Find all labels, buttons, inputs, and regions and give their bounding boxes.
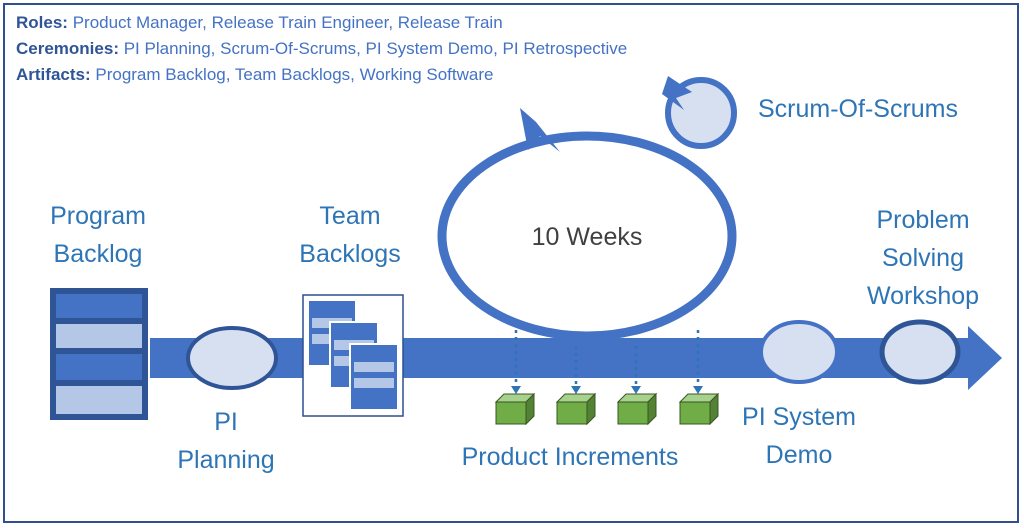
- ceremonies-value: PI Planning, Scrum-Of-Scrums, PI System …: [123, 39, 628, 58]
- scrum-loop-arrow-icon: [662, 76, 692, 110]
- roles-value: Product Manager, Release Train Engineer,…: [72, 13, 503, 32]
- artifacts-key: Artifacts: [16, 65, 85, 84]
- loop-direction-arrow-icon: [520, 108, 560, 152]
- increment-connectors: [514, 330, 700, 390]
- pi-planning-node: [186, 326, 278, 390]
- increment-cube: [616, 392, 658, 426]
- increment-cube: [555, 392, 597, 426]
- scrum-of-scrums-label: Scrum-Of-Scrums: [758, 95, 958, 123]
- product-increments-label: Product Increments: [461, 443, 679, 471]
- problem-solving-workshop-node: [879, 319, 961, 385]
- pi-system-demo-node: [759, 320, 839, 384]
- cycle-duration-label: 10 Weeks: [531, 223, 643, 251]
- ceremonies-key: Ceremonies: [16, 39, 114, 58]
- increment-cube: [494, 392, 536, 426]
- team-backlogs-icon: [302, 294, 404, 417]
- increment-arrowheads: [511, 386, 703, 394]
- roles-key: Roles: [16, 13, 63, 32]
- legend-roles: Roles: Product Manager, Release Train En…: [16, 13, 503, 32]
- diagram-frame: [3, 3, 1019, 523]
- legend-ceremonies: Ceremonies: PI Planning, Scrum-Of-Scrums…: [16, 39, 628, 58]
- artifacts-value: Program Backlog, Team Backlogs, Working …: [95, 65, 494, 84]
- increment-cube: [678, 392, 720, 426]
- scrum-of-scrums-node: [665, 77, 737, 149]
- iteration-loop: [437, 131, 737, 341]
- program-backlog-stack: [50, 288, 148, 420]
- legend-artifacts: Artifacts: Program Backlog, Team Backlog…: [16, 65, 494, 84]
- legend: Roles: Product Manager, Release Train En…: [16, 10, 627, 88]
